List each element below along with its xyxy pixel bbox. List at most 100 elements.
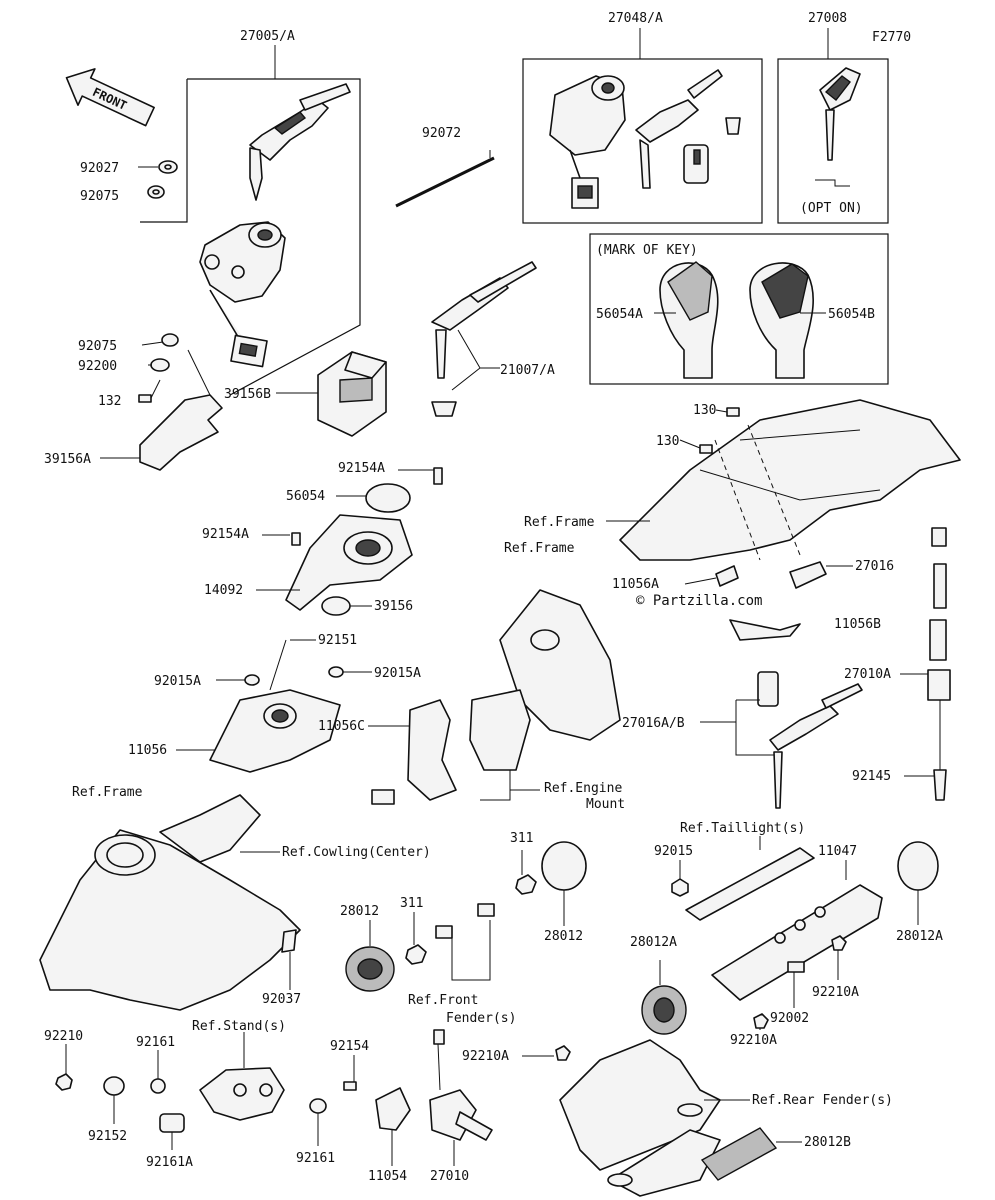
label-92151: 92151 <box>318 633 357 648</box>
label-27005A: 27005/A <box>240 29 295 44</box>
switch-11054 <box>375 1087 411 1131</box>
label-92200: 92200 <box>78 359 117 374</box>
label-27016: 27016 <box>855 559 894 574</box>
nut-icon <box>515 874 537 895</box>
label-27008: 27008 <box>808 11 847 26</box>
reflector-icon <box>345 946 395 992</box>
ref-front-fender-2: Fender(s) <box>446 1011 516 1026</box>
rubber-pad-39156A <box>139 349 223 471</box>
ref-stand: Ref.Stand(s) <box>192 1019 286 1034</box>
label-28012A-1: 28012A <box>896 929 943 944</box>
label-132: 132 <box>98 394 121 409</box>
key-icon <box>635 69 723 189</box>
frame-icon <box>499 589 621 741</box>
sensor-27010A <box>927 527 951 801</box>
reflector-icon <box>700 1127 778 1181</box>
ref-rear-fender: Ref.Rear Fender(s) <box>752 1093 893 1108</box>
ref-taillight: Ref.Taillight(s) <box>680 821 805 836</box>
label-92015: 92015 <box>654 844 693 859</box>
key-icon <box>757 671 863 809</box>
label-92002: 92002 <box>770 1011 809 1026</box>
assembly-box-27005 <box>140 78 361 396</box>
ignition-switch-icon <box>199 221 286 368</box>
frame-front-icon <box>39 829 301 1011</box>
label-56054B: 56054B <box>828 307 875 322</box>
label-28012-a: 28012 <box>340 904 379 919</box>
label-11056B: 11056B <box>834 617 881 632</box>
mark-of-key-title: (MARK OF KEY) <box>596 243 698 258</box>
mark-of-key-box <box>589 233 889 385</box>
lock-cylinder <box>683 117 741 184</box>
label-92210A-3: 92210A <box>462 1049 509 1064</box>
label-92037: 92037 <box>262 992 301 1007</box>
option-box-27008 <box>777 58 889 224</box>
front-arrow-icon: FRONT <box>65 68 155 127</box>
sensor-27010 <box>429 1029 493 1141</box>
steering-lock-14092 <box>285 514 413 611</box>
bracket-icon <box>371 689 531 805</box>
label-21007A: 21007/A <box>500 363 555 378</box>
ref-frame-3: Ref.Frame <box>72 785 143 800</box>
side-stand-icon <box>199 1067 285 1121</box>
label-92154A-a: 92154A <box>338 461 385 476</box>
label-27010A: 27010A <box>844 667 891 682</box>
key-icon <box>819 67 861 161</box>
label-27016AB: 27016A/B <box>622 716 685 731</box>
key-mark-B-icon <box>749 262 814 379</box>
key-icon <box>431 261 537 417</box>
ref-frame-2: Ref.Frame <box>504 541 575 556</box>
label-28012-b: 28012 <box>544 929 583 944</box>
label-11047: 11047 <box>818 844 857 859</box>
reflector-icon <box>541 841 587 891</box>
key-icon <box>249 83 351 201</box>
label-11054: 11054 <box>368 1169 407 1184</box>
label-92154: 92154 <box>330 1039 369 1054</box>
label-39156A: 39156A <box>44 452 91 467</box>
rubber-block-39156B <box>317 351 387 437</box>
key-mark-A-icon <box>659 261 719 379</box>
label-56054A: 56054A <box>596 307 643 322</box>
label-92210A-1: 92210A <box>812 985 859 1000</box>
label-11056A: 11056A <box>612 577 659 592</box>
label-311-b: 311 <box>510 831 533 846</box>
label-56054: 56054 <box>286 489 325 504</box>
label-92145: 92145 <box>852 769 891 784</box>
label-130-b: 130 <box>656 434 679 449</box>
label-28012B: 28012B <box>804 1135 851 1150</box>
label-92075-a: 92075 <box>80 189 119 204</box>
ring-56054 <box>365 483 411 513</box>
label-11056C: 11056C <box>318 719 365 734</box>
label-92210: 92210 <box>44 1029 83 1044</box>
label-92152: 92152 <box>88 1129 127 1144</box>
label-130-a: 130 <box>693 403 716 418</box>
label-92075-b: 92075 <box>78 339 117 354</box>
label-92161A: 92161A <box>146 1155 193 1170</box>
connector-icon <box>789 561 827 589</box>
ref-engine-mount-2: Mount <box>586 797 625 812</box>
label-92015A-b: 92015A <box>374 666 421 681</box>
label-92072: 92072 <box>422 126 461 141</box>
label-92161-a: 92161 <box>136 1035 175 1050</box>
bracket-icon <box>685 847 883 1001</box>
label-27010: 27010 <box>430 1169 469 1184</box>
assembly-box-27048 <box>522 58 763 224</box>
label-27048A: 27048/A <box>608 11 663 26</box>
frame-icon <box>619 399 961 561</box>
label-92154A-b: 92154A <box>202 527 249 542</box>
ignition-switch-icon <box>549 75 626 209</box>
ref-frame-1: Ref.Frame <box>524 515 595 530</box>
label-39156B: 39156B <box>224 387 271 402</box>
ref-engine-mount-1: Ref.Engine <box>544 781 622 796</box>
label-311-a: 311 <box>400 896 423 911</box>
label-92161-b: 92161 <box>296 1151 335 1166</box>
nut-icon <box>55 1073 73 1091</box>
rear-fender-icon <box>559 1039 721 1197</box>
label-14092: 14092 <box>204 583 243 598</box>
label-11056: 11056 <box>128 743 167 758</box>
option-label: (OPT ON) <box>800 201 863 216</box>
ref-front-fender-1: Ref.Front <box>408 993 478 1008</box>
label-39156: 39156 <box>374 599 413 614</box>
label-28012A-2: 28012A <box>630 935 677 950</box>
reflector-icon <box>641 985 687 1035</box>
